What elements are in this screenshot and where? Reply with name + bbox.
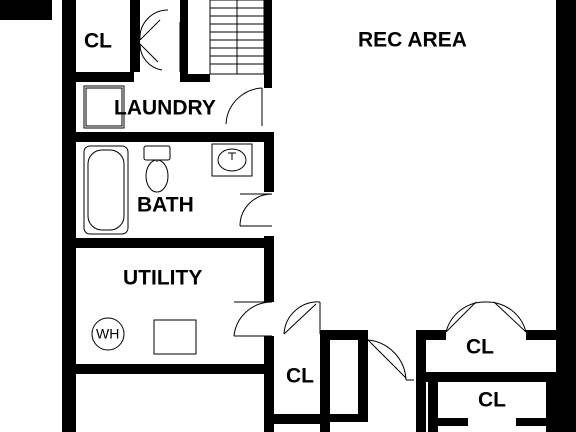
wall-right-cl-bottom-b <box>516 418 546 426</box>
utility-appliance <box>153 319 197 355</box>
wall-stair-right <box>264 0 272 88</box>
wall-utility-right-lower <box>264 336 274 432</box>
wall-right-cl-top-right <box>526 330 558 340</box>
wall-utility-bottom <box>76 364 274 374</box>
wall-cl-small-step <box>330 330 368 340</box>
wall-cl-small-step-right <box>358 330 368 422</box>
label-closet-right-upper: CL <box>466 336 494 359</box>
wall-right-cl-divider <box>426 372 558 382</box>
wall-right-cl-bottom-a <box>438 418 468 426</box>
wall-cl-small-right <box>320 330 330 432</box>
sink <box>211 143 253 177</box>
toilet <box>143 145 171 193</box>
wall-left-exterior-corner <box>38 0 52 20</box>
wall-cl-small-bottom <box>270 414 330 424</box>
label-closet-top-left: CL <box>84 30 112 53</box>
stairs <box>209 0 265 75</box>
wall-right-exterior <box>556 0 576 432</box>
label-rec-area: REC AREA <box>358 29 467 52</box>
bathtub <box>83 145 129 235</box>
wall-bath-bottom <box>76 238 274 248</box>
label-water-heater: WH <box>96 326 119 342</box>
label-closet-small: CL <box>286 365 314 388</box>
door-rec-lower <box>367 339 407 379</box>
wall-laundry-bottom <box>76 132 274 142</box>
wall-right-cl-top-left <box>416 330 446 340</box>
wall-cl-top-left-right <box>130 0 140 72</box>
wall-right-cl-lower-right <box>546 382 556 432</box>
door-cl-right-b <box>493 301 527 333</box>
labels: CL REC AREA LAUNDRY BATH UTILITY WH CL C… <box>84 29 506 412</box>
wall-left-long <box>62 0 76 432</box>
wall-cl-small-step-bottom <box>330 414 368 422</box>
wall-bath-right-upper <box>264 132 274 192</box>
label-laundry: LAUNDRY <box>114 97 216 120</box>
door-cl-top-left-b <box>139 43 159 63</box>
wall-utility-right-upper <box>264 236 274 302</box>
wall-laundry-top <box>180 74 210 82</box>
wall-right-cl-left <box>416 330 426 432</box>
door-cl-right-a <box>445 301 477 333</box>
label-bath: BATH <box>137 194 194 217</box>
wall-stair-left <box>180 0 188 74</box>
label-closet-right-lower: CL <box>478 389 506 412</box>
water-heater <box>91 317 125 351</box>
wall-right-cl-lower-left <box>428 382 438 432</box>
fixtures <box>83 85 253 355</box>
doors <box>139 9 527 381</box>
label-utility: UTILITY <box>123 267 202 290</box>
door-cl-top-left-a <box>139 19 161 41</box>
door-cl-small <box>283 303 317 335</box>
wall-cl-top-left-bottom <box>76 72 134 82</box>
washer <box>83 85 125 129</box>
